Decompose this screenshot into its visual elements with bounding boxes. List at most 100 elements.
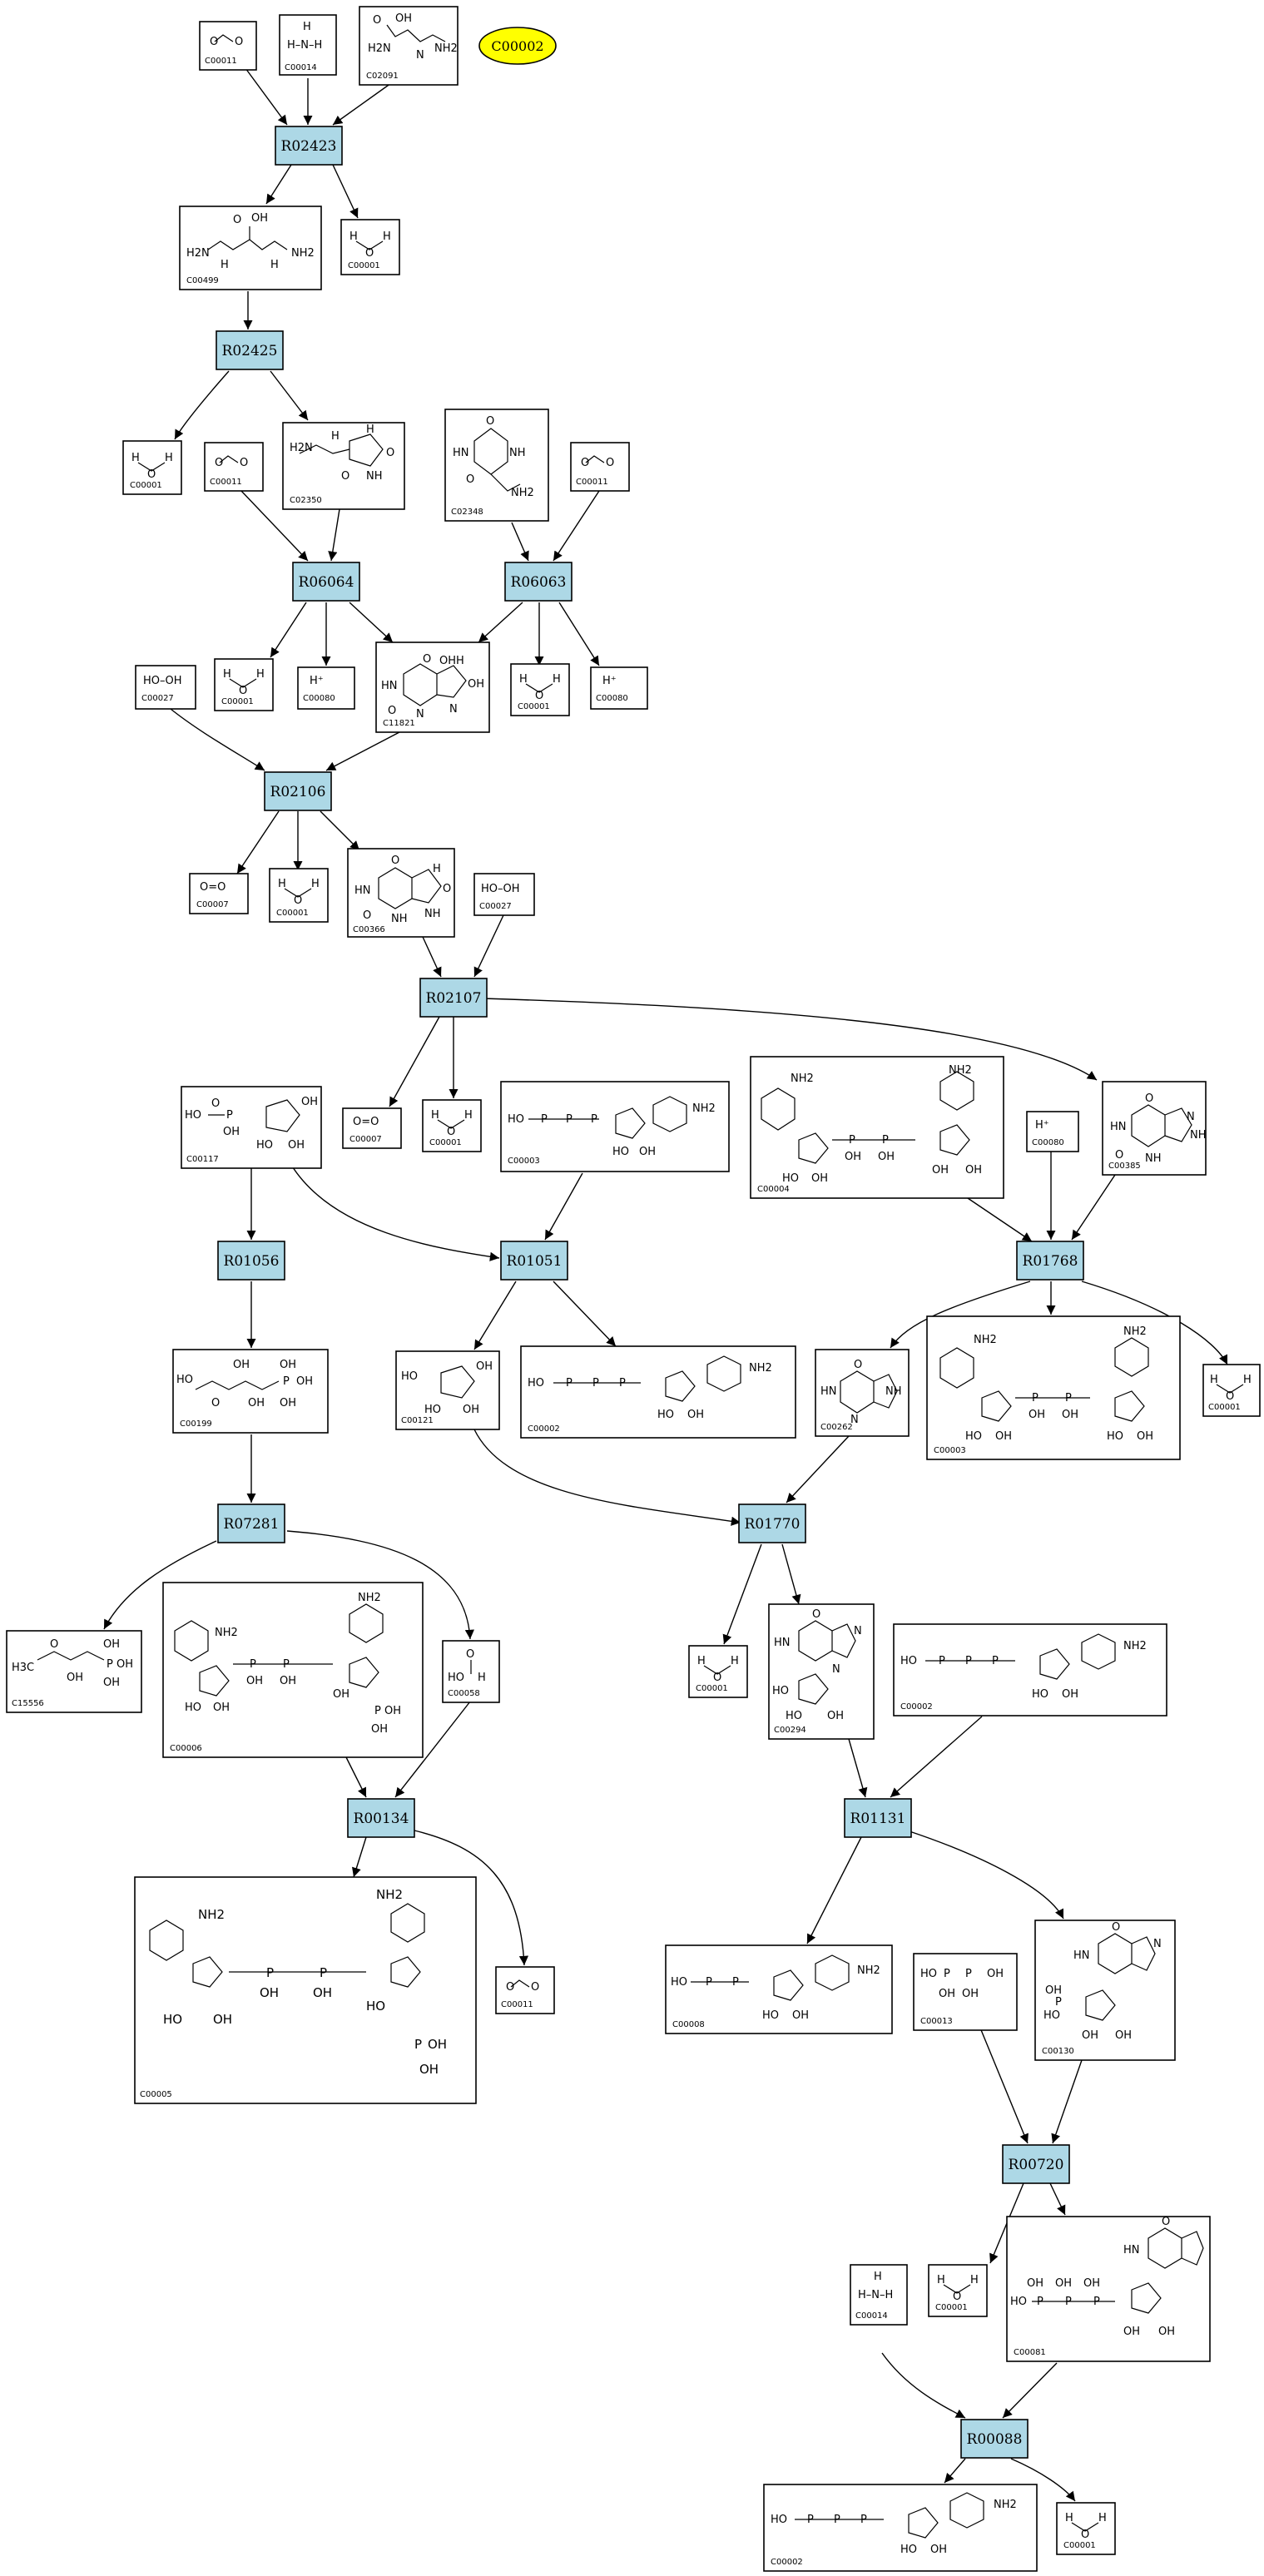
compound-id: C00002 bbox=[771, 2558, 803, 2567]
compound-C00001[interactable]: H O H C00001 bbox=[422, 1099, 482, 1152]
atom-label: H bbox=[1210, 1374, 1218, 1386]
compound-C00003[interactable]: NH2 NH2 P P OH OH HO OH HO OH C00003 bbox=[926, 1315, 1181, 1460]
compound-C00081[interactable]: O HN OH OH OH HO P P P OH OH C00081 bbox=[1006, 2216, 1211, 2362]
atom-label: H bbox=[433, 863, 441, 875]
compound-C00027[interactable]: HO–OH C00027 bbox=[135, 665, 196, 710]
reaction-R06063[interactable]: R06063 bbox=[504, 562, 573, 602]
compound-C00385[interactable]: O HN N NH O NH C00385 bbox=[1102, 1081, 1207, 1176]
compound-C00002[interactable]: HO P P P NH2 HO OH C00002 bbox=[763, 2484, 1038, 2572]
compound-C00001[interactable]: H O H C00001 bbox=[122, 440, 182, 495]
compound-C00080[interactable]: H⁺ C00080 bbox=[590, 666, 648, 710]
edge bbox=[478, 602, 523, 643]
compound-C00013[interactable]: HO P P OH OH OH C00013 bbox=[913, 1953, 1018, 2031]
atom-label: OH bbox=[213, 2012, 232, 2027]
compound-id: C00080 bbox=[596, 694, 628, 703]
compound-C00058[interactable]: O HO H C00058 bbox=[442, 1640, 500, 1703]
compound-id: C00499 bbox=[186, 276, 219, 285]
atom-label: NH2 bbox=[749, 1362, 772, 1375]
reaction-label: R07281 bbox=[224, 1516, 280, 1533]
compound-id: C00262 bbox=[820, 1423, 853, 1432]
atom-label: O bbox=[388, 705, 396, 717]
atom-label: HO bbox=[1010, 2296, 1027, 2308]
reaction-R01056[interactable]: R01056 bbox=[217, 1241, 285, 1281]
compound-C00001[interactable]: H O H C00001 bbox=[340, 219, 400, 275]
compound-C00002[interactable]: HO P P P NH2 HO OH C00002 bbox=[520, 1345, 796, 1439]
atom-label: HO bbox=[786, 1710, 802, 1722]
compound-C00002[interactable]: HO P P P NH2 HO OH C00002 bbox=[893, 1623, 1167, 1717]
compound-C02091[interactable]: O OH H2N N NH2 C02091 bbox=[359, 6, 459, 86]
reaction-R01770[interactable]: R01770 bbox=[738, 1503, 806, 1543]
reaction-R02107[interactable]: R02107 bbox=[419, 978, 488, 1018]
reaction-R01051[interactable]: R01051 bbox=[500, 1241, 568, 1281]
compound-C00014[interactable]: H H–N–H C00014 bbox=[279, 14, 337, 76]
compound-C00011[interactable]: O O C00011 bbox=[570, 442, 630, 492]
atom-label: OH bbox=[103, 1677, 120, 1689]
reaction-R06064[interactable]: R06064 bbox=[292, 562, 360, 602]
compound-C00003[interactable]: HO P P P NH2 HO OH C00003 bbox=[500, 1081, 730, 1172]
reaction-R00088[interactable]: R00088 bbox=[960, 2419, 1029, 2459]
compound-C00011[interactable]: O O C00011 bbox=[204, 442, 264, 492]
compound-id: C00008 bbox=[672, 2020, 705, 2029]
reaction-R02423[interactable]: R02423 bbox=[275, 126, 343, 166]
compound-C00117[interactable]: HO O P OH OH HO OH C00117 bbox=[181, 1086, 322, 1169]
reaction-R02106[interactable]: R02106 bbox=[264, 771, 332, 811]
compound-C00121[interactable]: HO OH HO OH C00121 bbox=[395, 1350, 500, 1430]
atom-label: OH bbox=[639, 1146, 656, 1158]
atom-label: HO bbox=[448, 1672, 464, 1684]
atom-label: P bbox=[1032, 1392, 1038, 1404]
compound-C00001[interactable]: H O H C00001 bbox=[510, 663, 570, 716]
atom-label: P bbox=[541, 1113, 548, 1126]
atom-label: HO bbox=[772, 1685, 789, 1697]
compound-C00294[interactable]: O HN N N HO HO OH C00294 bbox=[768, 1603, 875, 1740]
atom-label: NH2 bbox=[994, 2499, 1017, 2511]
compound-C00007[interactable]: O=O C00007 bbox=[189, 873, 249, 914]
start-node[interactable]: C00002 bbox=[478, 27, 557, 65]
atom-label: HO bbox=[185, 1702, 201, 1714]
atom-label: O bbox=[535, 690, 543, 702]
reaction-R01768[interactable]: R01768 bbox=[1016, 1241, 1084, 1281]
compound-C00011[interactable]: O O C00011 bbox=[495, 1966, 555, 2014]
edge bbox=[473, 1281, 517, 1350]
compound-C00005[interactable]: NH2 NH2 P P OH OH HO OH HO P OH OH C0000… bbox=[134, 1876, 477, 2104]
compound-C15556[interactable]: H3C O OH OH P OH OH C15556 bbox=[6, 1630, 142, 1713]
compound-C00004[interactable]: NH2 NH2 P P OH OH HO OH OH OH C00004 bbox=[750, 1056, 1004, 1199]
reaction-R07281[interactable]: R07281 bbox=[217, 1503, 285, 1543]
atom-label: O bbox=[233, 214, 241, 226]
compound-C00366[interactable]: O HN H O O NH NH C00366 bbox=[347, 848, 455, 938]
compound-C02350[interactable]: H2N H H O O NH C02350 bbox=[282, 422, 405, 510]
atom-label: OH bbox=[463, 1404, 479, 1416]
compound-C00014[interactable]: H H–N–H C00014 bbox=[850, 2264, 908, 2326]
compound-C00008[interactable]: HO P P NH2 HO OH C00008 bbox=[665, 1944, 893, 2034]
reaction-R00720[interactable]: R00720 bbox=[1002, 2144, 1070, 2184]
compound-C00130[interactable]: O HN N OH P HO OH OH C00130 bbox=[1034, 1920, 1176, 2061]
compound-C00001[interactable]: H O H C00001 bbox=[688, 1645, 748, 1698]
compound-C00006[interactable]: NH2 NH2 P P OH OH HO OH OH P OH OH C0000… bbox=[162, 1582, 424, 1758]
compound-C02348[interactable]: O HN NH O NH2 C02348 bbox=[444, 409, 549, 522]
compound-C00001[interactable]: H O H C00001 bbox=[928, 2264, 988, 2317]
compound-C00001[interactable]: H O H C00001 bbox=[1056, 2502, 1116, 2555]
compound-C00080[interactable]: H⁺ C00080 bbox=[1026, 1111, 1079, 1152]
compound-id: C00003 bbox=[934, 1446, 966, 1455]
atom-label: NH2 bbox=[376, 1887, 403, 1902]
compound-C00001[interactable]: H O H C00001 bbox=[214, 658, 274, 711]
compound-C00080[interactable]: H⁺ C00080 bbox=[297, 666, 355, 710]
compound-C00199[interactable]: HO OH O OH P OH OH OH C00199 bbox=[172, 1349, 329, 1434]
compound-C00262[interactable]: O HN NH N C00262 bbox=[815, 1349, 910, 1437]
compound-C00001[interactable]: H O H C00001 bbox=[1202, 1364, 1261, 1417]
reaction-R01131[interactable]: R01131 bbox=[844, 1798, 912, 1838]
reaction-R00134[interactable]: R00134 bbox=[347, 1798, 415, 1838]
compound-C11821[interactable]: O OH H HN OH O N N C11821 bbox=[375, 642, 490, 733]
atom-label: H bbox=[1065, 2512, 1073, 2524]
compound-C00011[interactable]: O O C00011 bbox=[199, 21, 257, 71]
compound-C00499[interactable]: O OH H2N H H NH2 C00499 bbox=[179, 206, 322, 290]
compound-id: C00014 bbox=[855, 2311, 888, 2321]
edge bbox=[1051, 2059, 1083, 2144]
edge bbox=[103, 1540, 217, 1630]
compound-C00027[interactable]: HO–OH C00027 bbox=[473, 873, 535, 916]
compound-C00007[interactable]: O=O C00007 bbox=[342, 1107, 402, 1149]
atom-label: HO bbox=[163, 2012, 182, 2027]
compound-C00001[interactable]: H O H C00001 bbox=[269, 868, 329, 923]
edge bbox=[1010, 2458, 1076, 2502]
reaction-R02425[interactable]: R02425 bbox=[216, 330, 284, 370]
